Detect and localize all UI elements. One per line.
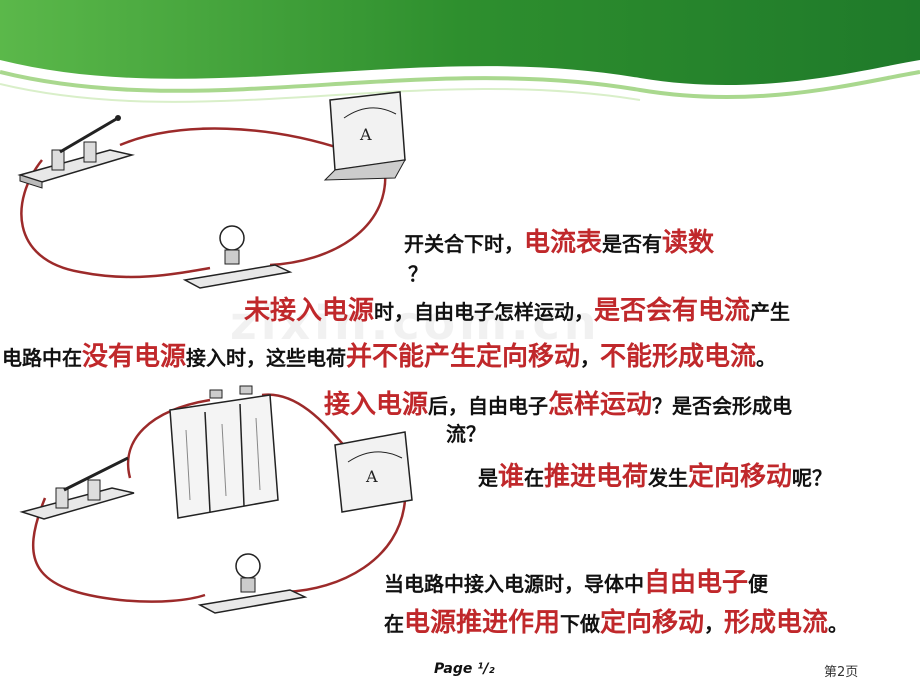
header-banner [0, 0, 920, 103]
lower-lamp-icon [197, 553, 308, 614]
line-4-cont: 流？ [446, 422, 486, 446]
line-5: 是谁在推进电荷发生定向移动呢？ [478, 462, 833, 492]
upper-wire [20, 159, 211, 279]
watermark: zixin.com.cn [230, 296, 601, 350]
line-1: 开关合下时，电流表是否有读数 [404, 228, 715, 258]
upper-switch-icon [17, 115, 135, 189]
upper-lamp-icon [182, 225, 293, 289]
line-4: 接入电源后，自由电子怎样运动？是否会形成电 [324, 390, 793, 420]
lower-ammeter-icon: A [334, 431, 413, 513]
lower-switch-icon [19, 456, 135, 520]
line-1-cont: ？ [408, 262, 428, 286]
upper-ammeter-icon: A [323, 91, 406, 181]
upper-meter-label: A [359, 125, 372, 144]
line-3: 电路中在没有电源接入时，这些电荷并不能产生定向移动，不能形成电流。 [2, 342, 777, 372]
lower-wire [31, 497, 206, 603]
line-7: 在电源推进作用下做定向移动，形成电流。 [384, 608, 849, 638]
page-number: 第2页 [824, 665, 859, 680]
page-indicator: Page ¹/₂ [434, 661, 495, 677]
line-6: 当电路中接入电源时，导体中自由电子便 [384, 568, 769, 598]
battery-icon [169, 385, 279, 519]
lower-meter-label: A [365, 467, 378, 486]
line-2: 未接入电源时，自由电子怎样运动，是否会有电流产生 [244, 296, 791, 326]
